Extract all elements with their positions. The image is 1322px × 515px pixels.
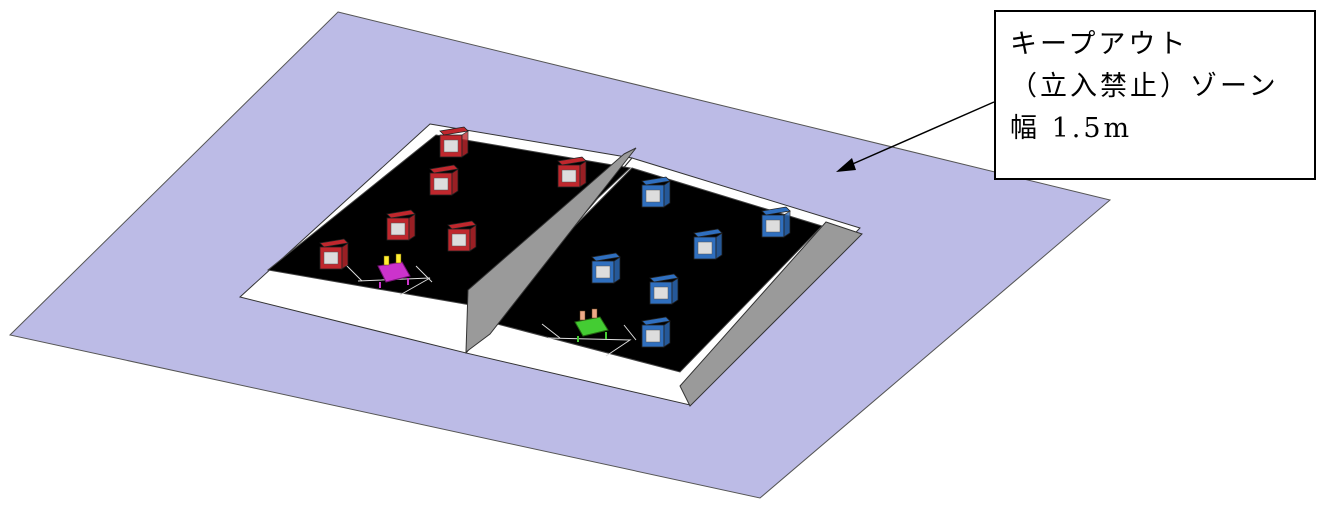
red-box [429, 164, 459, 196]
blue-team-boxes [591, 176, 791, 348]
callout-line-3: 幅 1.5m [1010, 113, 1133, 144]
keepout-zone-callout: キープアウト （立入禁止）ゾーン 幅 1.5m [994, 10, 1316, 180]
red-box [319, 238, 349, 270]
blue-box [693, 228, 723, 260]
callout-arrow [836, 101, 995, 172]
center-divider-wall [465, 147, 637, 354]
blue-box [761, 206, 791, 238]
blue-box [641, 176, 671, 208]
blue-box [591, 252, 621, 284]
blue-box [641, 316, 671, 348]
red-box [386, 209, 416, 241]
callout-line-1: キープアウト [1010, 29, 1189, 60]
field-side-slope [679, 221, 863, 407]
callout-line-2: （立入禁止）ゾーン [1010, 71, 1279, 102]
red-side-robot [377, 253, 411, 288]
blue-box [649, 273, 679, 305]
start-area-lines-right [541, 323, 637, 357]
red-box [557, 156, 587, 188]
start-area-lines-left [345, 264, 433, 296]
red-team-boxes [319, 126, 587, 270]
blue-side-robot [574, 308, 609, 342]
red-box [447, 220, 477, 252]
red-box [439, 126, 469, 158]
